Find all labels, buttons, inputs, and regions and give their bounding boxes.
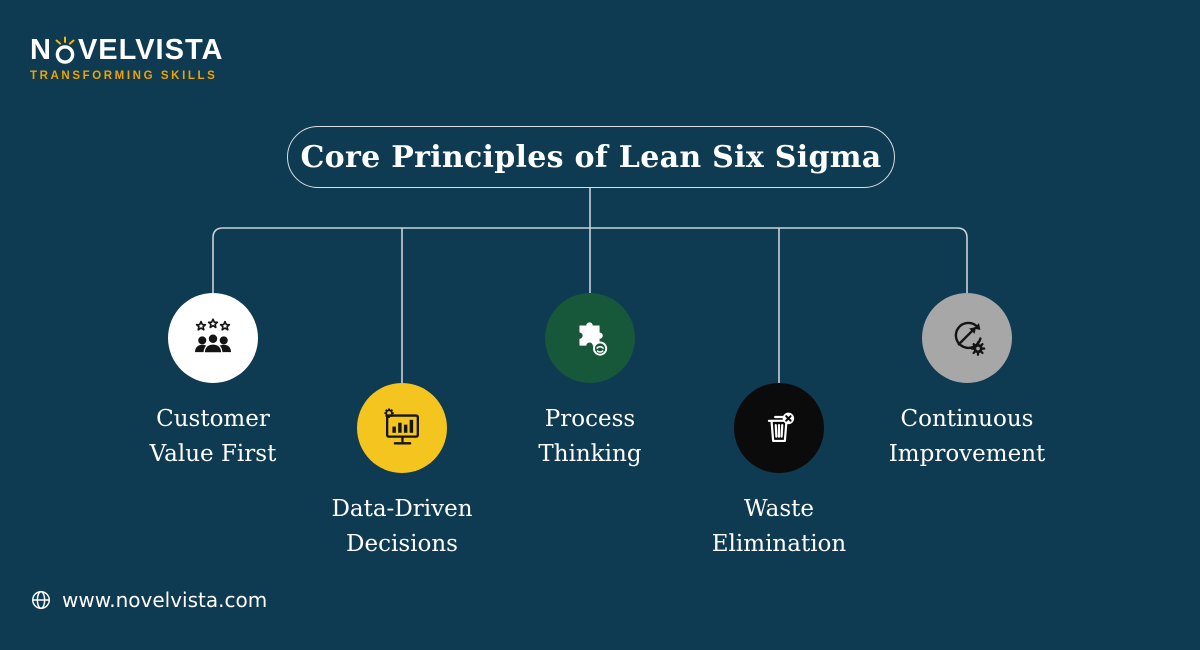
principle-process-thinking: Process Thinking [480, 293, 700, 472]
label-line: Decisions [346, 531, 458, 557]
logo-text-suffix: VELVISTA [77, 34, 224, 66]
title-box: Core Principles of Lean Six Sigma [287, 126, 895, 188]
label-line: Thinking [538, 441, 642, 467]
arrows-gear-icon [944, 315, 990, 361]
label-line: Customer [156, 406, 270, 432]
label-line: Elimination [711, 531, 847, 557]
principle-continuous-improvement: Continuous Improvement [857, 293, 1077, 472]
logo-text-prefix: N [30, 34, 52, 66]
footer: www.novelvista.com [30, 588, 267, 612]
principle-label: Continuous Improvement [857, 402, 1077, 472]
principle-circle [734, 383, 824, 473]
monitor-chart-icon [379, 405, 425, 451]
puzzle-brain-icon [567, 315, 613, 361]
principle-data-driven-decisions: Data-Driven Decisions [292, 383, 512, 562]
principle-customer-value-first: Customer Value First [103, 293, 323, 472]
principle-circle [545, 293, 635, 383]
label-line: Improvement [888, 441, 1046, 467]
principle-circle [357, 383, 447, 473]
lightbulb-icon [53, 36, 77, 65]
brand-logo: N VELVISTA TRANSFORMING SKILLS [30, 36, 223, 83]
trash-x-icon [756, 405, 802, 451]
principle-label: Process Thinking [480, 402, 700, 472]
website-url: www.novelvista.com [62, 588, 268, 612]
label-line: Waste [743, 496, 814, 522]
label-line: Value First [149, 441, 277, 467]
team-stars-icon [190, 315, 236, 361]
logo-name: N VELVISTA [30, 36, 223, 65]
principle-circle [922, 293, 1012, 383]
label-line: Continuous [900, 406, 1034, 432]
label-line: Data-Driven [331, 496, 473, 522]
principle-label: Data-Driven Decisions [292, 492, 512, 562]
page-title: Core Principles of Lean Six Sigma [300, 139, 882, 175]
label-line: Process [544, 406, 636, 432]
logo-tagline: TRANSFORMING SKILLS [30, 70, 218, 82]
principle-waste-elimination: Waste Elimination [669, 383, 889, 562]
principle-circle [168, 293, 258, 383]
globe-icon [30, 589, 52, 611]
principle-label: Waste Elimination [669, 492, 889, 562]
principle-label: Customer Value First [103, 402, 323, 472]
